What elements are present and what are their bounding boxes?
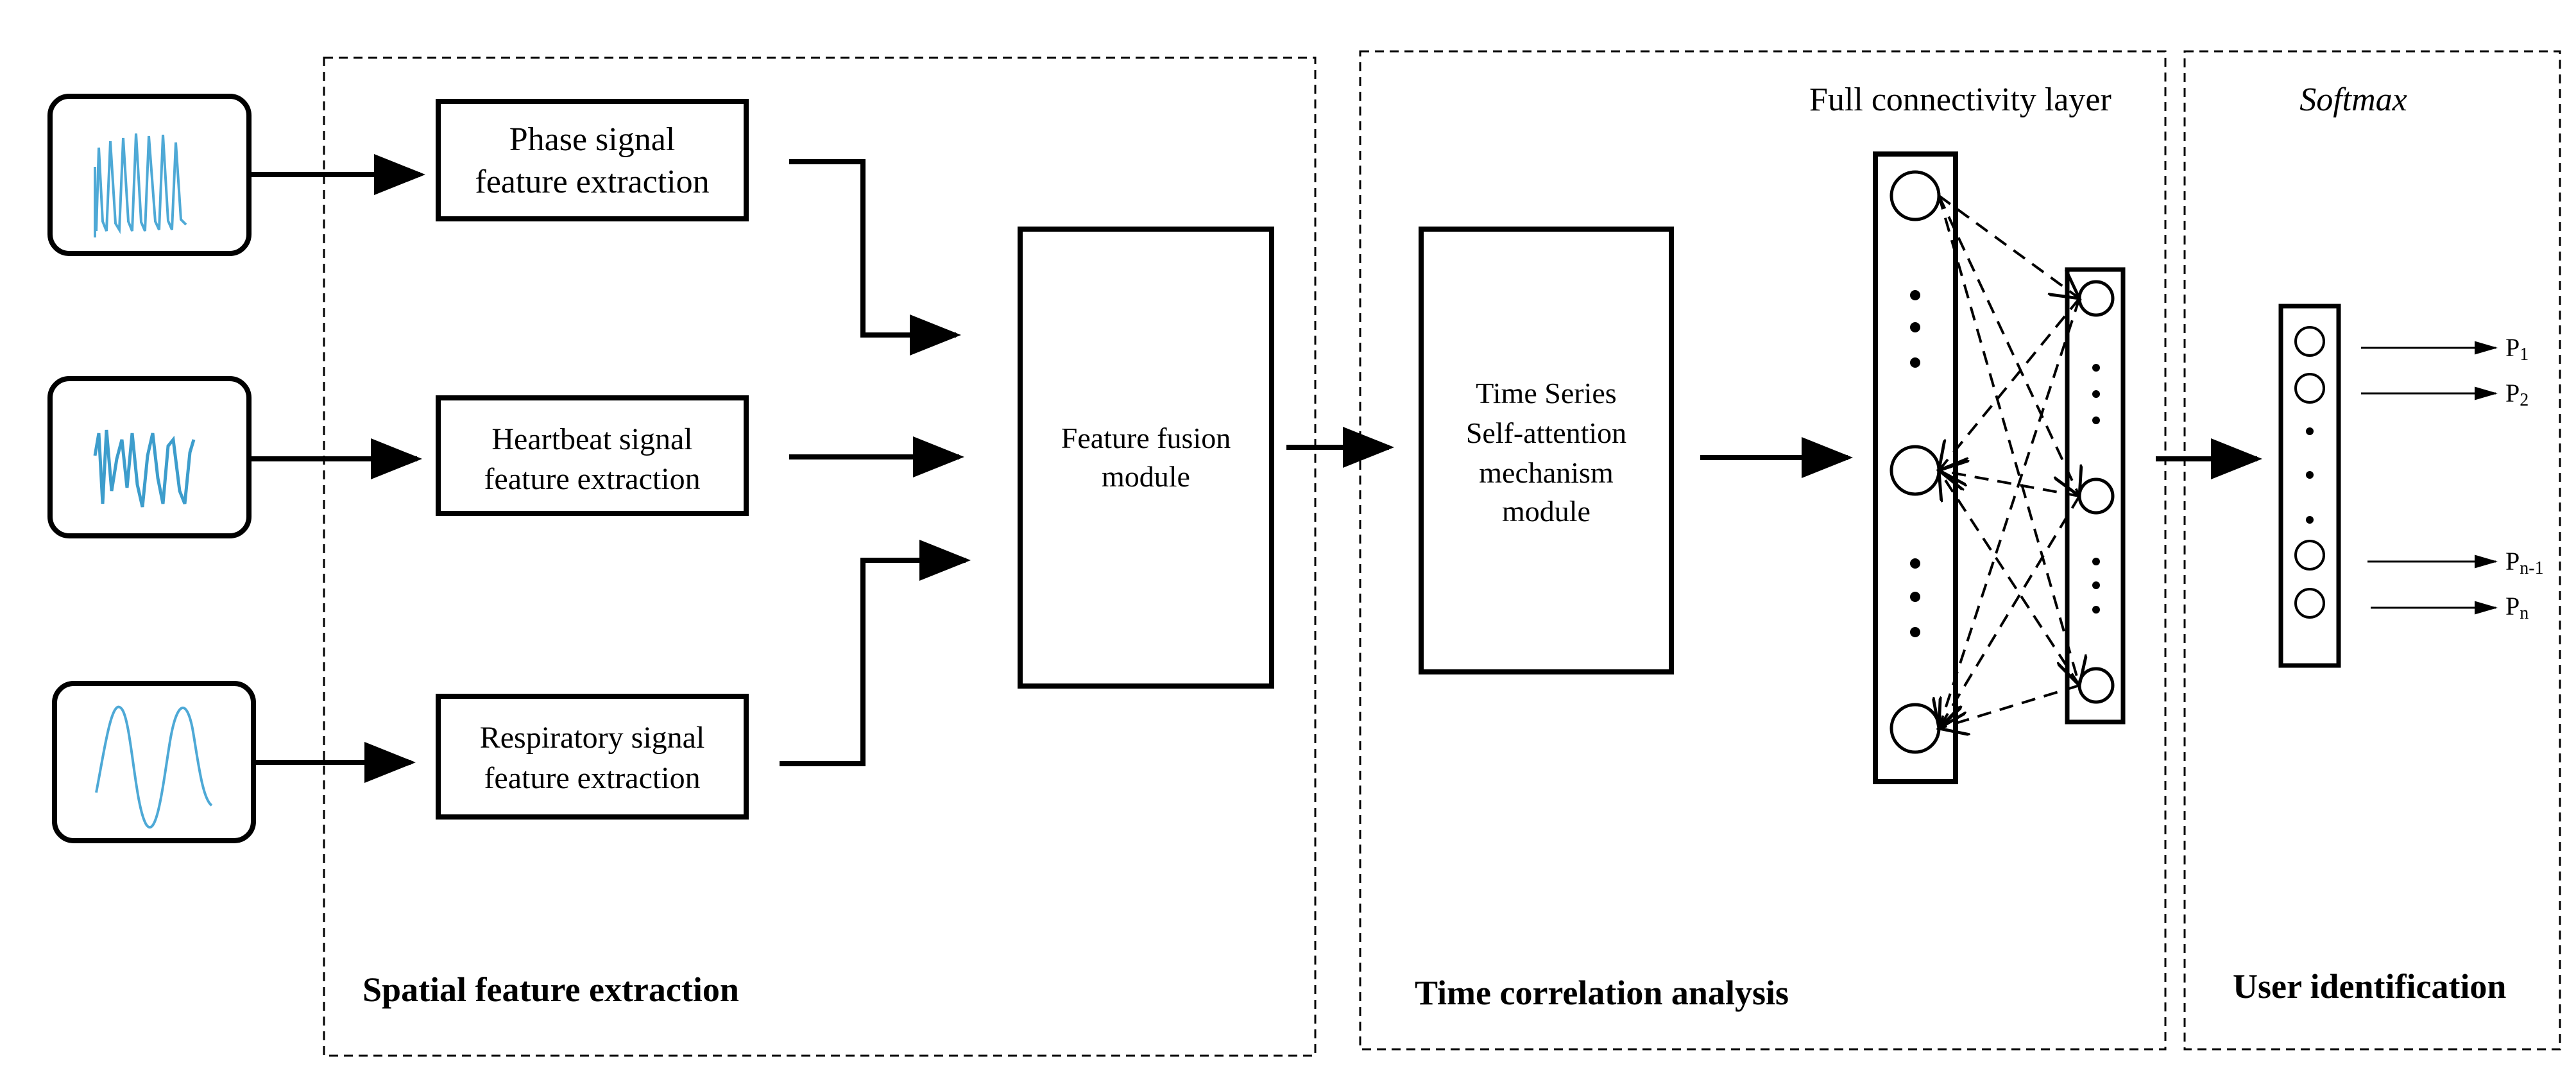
spatial-section-panel xyxy=(323,56,1317,1057)
heartbeat-feature-label-line1: Heartbeat signal xyxy=(491,422,692,456)
heartbeat-waveform-icon xyxy=(93,429,196,508)
fc2-neuron-bottom xyxy=(2077,667,2115,704)
heartbeat-signal-frame xyxy=(47,376,252,538)
phase-waveform-icon xyxy=(94,133,187,237)
fc-layer-label: Full connectivity layer xyxy=(1809,82,2111,118)
fusion-label-line2: module xyxy=(1102,460,1190,493)
attention-label-line4: module xyxy=(1502,495,1591,528)
attention-label-line2: Self-attention xyxy=(1466,416,1626,449)
heartbeat-feature-box: Heartbeat signal feature extraction xyxy=(436,395,749,516)
phase-feature-label-line1: Phase signal xyxy=(509,121,676,158)
respiratory-waveform-icon xyxy=(95,705,213,829)
user-section-title: User identification xyxy=(2233,967,2506,1006)
phase-feature-box: Phase signal feature extraction xyxy=(436,99,749,221)
heartbeat-feature-label-line2: feature extraction xyxy=(484,462,700,496)
fc-layer-1 xyxy=(1873,151,1958,784)
softmax-neuron-n-1 xyxy=(2294,540,2325,571)
fc1-neuron-top xyxy=(1889,170,1941,221)
respiratory-to-fusion-connector xyxy=(780,540,971,766)
fc1-ellipsis-lower xyxy=(1910,558,1920,637)
respiratory-feature-label-line2: feature extraction xyxy=(484,761,700,795)
phase-to-fusion-connector xyxy=(789,159,961,356)
softmax-layer xyxy=(2278,304,2341,668)
fc1-neuron-middle xyxy=(1889,445,1941,496)
respiratory-signal-input xyxy=(52,681,256,843)
heartbeat-signal-input xyxy=(47,376,252,538)
softmax-label: Softmax xyxy=(2299,82,2407,118)
fc2-neuron-top xyxy=(2077,280,2115,317)
phase-feature-label-line2: feature extraction xyxy=(475,164,709,200)
fc1-neuron-bottom xyxy=(1889,703,1941,754)
output-label-pn: Pn xyxy=(2505,592,2529,623)
phase-signal-frame xyxy=(47,94,252,256)
fc1-ellipsis-upper xyxy=(1910,290,1920,368)
fc2-ellipsis-lower xyxy=(2092,558,2100,614)
user-section-panel xyxy=(2183,50,2561,1051)
softmax-ellipsis xyxy=(2306,427,2314,524)
phase-signal-input xyxy=(47,94,252,256)
fc2-ellipsis-upper xyxy=(2092,364,2100,424)
fc-connections xyxy=(1939,194,2079,728)
spatial-section-title: Spatial feature extraction xyxy=(363,970,739,1009)
output-label-p2: P2 xyxy=(2505,379,2529,410)
softmax-neuron-n xyxy=(2294,588,2325,619)
output-label-p1: P1 xyxy=(2505,333,2529,365)
attention-label-line1: Time Series xyxy=(1476,377,1616,409)
respiratory-feature-box: Respiratory signal feature extraction xyxy=(436,694,749,820)
self-attention-module: Time Series Self-attention mechanism mod… xyxy=(1419,227,1674,674)
feature-fusion-module: Feature fusion module xyxy=(1018,227,1274,689)
respiratory-feature-label-line1: Respiratory signal xyxy=(480,721,705,755)
respiratory-signal-frame xyxy=(52,681,256,843)
fusion-label-line1: Feature fusion xyxy=(1061,422,1231,454)
fc2-neuron-middle xyxy=(2077,477,2115,515)
softmax-neuron-2 xyxy=(2294,373,2325,404)
attention-label-line3: mechanism xyxy=(1479,456,1614,489)
output-label-pn-1: Pn-1 xyxy=(2505,547,2544,578)
temporal-section-title: Time correlation analysis xyxy=(1415,974,1789,1012)
softmax-neuron-1 xyxy=(2294,326,2325,357)
temporal-section-panel xyxy=(1359,50,2167,1051)
